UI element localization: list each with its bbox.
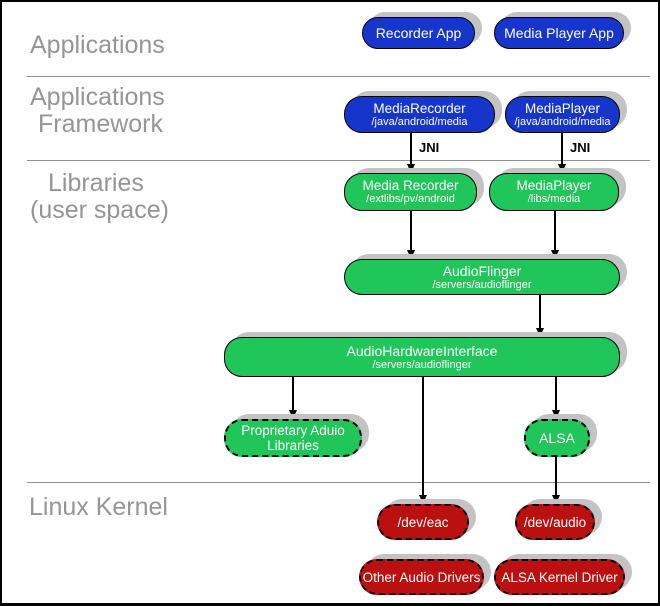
node-title: MediaPlayer	[516, 178, 592, 193]
connector-ahi-to-alsa	[555, 377, 557, 419]
node-mediaplayer-lib: MediaPlayer /libs/media	[489, 173, 619, 211]
node-subtitle: /java/android/media	[514, 115, 611, 128]
section-label-text: (user space)	[30, 196, 169, 224]
node-media-player-app: Media Player App	[494, 17, 624, 49]
section-label-linux-kernel: Linux Kernel	[29, 494, 168, 521]
node-subtitle: /extlibs/pv/android	[366, 193, 455, 205]
connector-alsa-to-dev-audio	[555, 457, 557, 504]
node-title: ALSA	[539, 430, 575, 446]
section-label-text: Applications	[30, 83, 165, 111]
connector-audioflinger-to-audiohardwareinterface	[539, 295, 541, 337]
connector-ahi-to-proprietary-libraries	[292, 377, 294, 419]
section-label-text: Framework	[38, 110, 164, 138]
node-recorder-app: Recorder App	[362, 17, 475, 49]
node-subtitle: /servers/audioflinger	[432, 278, 532, 291]
node-title: Other Audio Drivers	[362, 569, 481, 585]
node-title: Media Recorder	[362, 178, 459, 193]
node-title: AudioFlinger	[442, 262, 522, 279]
section-label-applications: Applications	[30, 32, 165, 59]
node-title: AudioHardwareInterface	[346, 342, 498, 359]
node-other-audio-drivers: Other Audio Drivers	[359, 559, 484, 595]
node-audioflinger: AudioFlinger /servers/audioflinger	[344, 259, 620, 295]
node-subtitle: /servers/audioflinger	[372, 358, 472, 371]
section-label-text: Applications	[30, 31, 165, 59]
node-subtitle: /java/android/media	[371, 115, 468, 128]
node-mediarecorder-framework: MediaRecorder /java/android/media	[344, 96, 495, 133]
node-audiohardwareinterface: AudioHardwareInterface /servers/audiofli…	[224, 337, 620, 377]
node-mediaplayer-framework: MediaPlayer /java/android/media	[505, 96, 620, 133]
node-title: Media Player App	[504, 25, 614, 41]
connector-mediarecorder-to-audioflinger	[410, 211, 412, 259]
node-subtitle: /libs/media	[527, 193, 581, 205]
node-proprietary-audio-libraries: Proprietary Aduio Libraries	[224, 419, 362, 457]
divider-framework-libraries	[27, 160, 650, 161]
divider-applications-framework	[27, 76, 650, 77]
node-title: /dev/audio	[523, 514, 587, 530]
connector-jni-left	[410, 133, 412, 173]
node-media-recorder-lib: Media Recorder /extlibs/pv/android	[344, 173, 477, 211]
connector-ahi-to-dev-eac	[422, 377, 424, 504]
connector-mediaplayer-to-audioflinger	[554, 211, 556, 259]
section-label-text: Libraries	[48, 169, 144, 197]
divider-libraries-kernel	[27, 482, 650, 483]
node-dev-eac: /dev/eac	[377, 504, 469, 540]
node-alsa: ALSA	[524, 419, 590, 457]
node-title: /dev/eac	[397, 514, 449, 530]
node-title: MediaRecorder	[373, 100, 466, 116]
section-label-libraries: Libraries (user space)	[30, 170, 169, 224]
section-label-applications-framework: Applications Framework	[30, 84, 165, 138]
node-dev-audio: /dev/audio	[515, 504, 595, 540]
section-label-text: Linux Kernel	[29, 493, 168, 521]
node-title: Proprietary Aduio Libraries	[241, 423, 345, 453]
connector-jni-right	[561, 133, 563, 173]
node-alsa-kernel-driver: ALSA Kernel Driver	[494, 559, 625, 595]
jni-label-left: JNI	[419, 140, 440, 155]
node-title: ALSA Kernel Driver	[501, 569, 618, 585]
node-title: Recorder App	[375, 25, 462, 41]
jni-label-right: JNI	[570, 140, 591, 155]
node-title: MediaPlayer	[524, 100, 601, 116]
